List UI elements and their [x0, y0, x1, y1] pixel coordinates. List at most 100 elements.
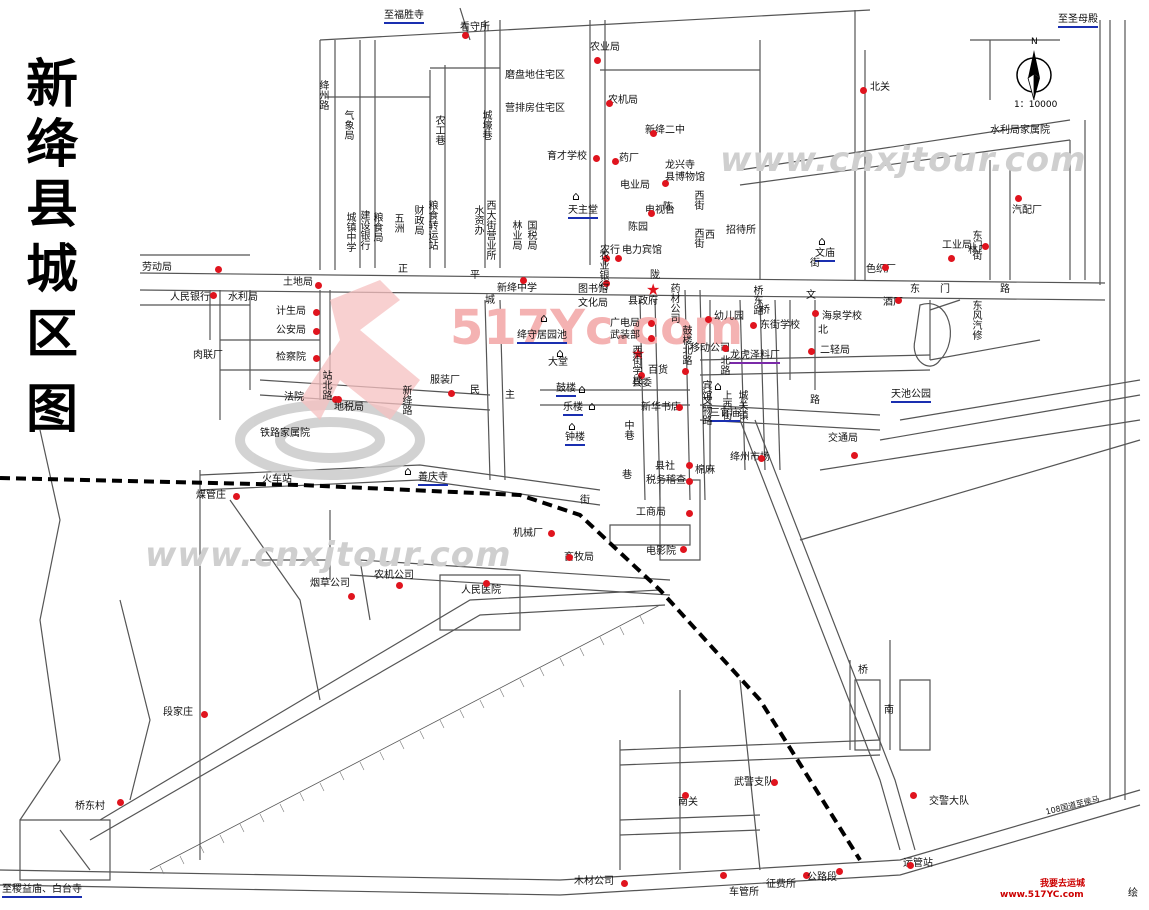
- poi-marker[interactable]: [483, 580, 490, 587]
- poi-label[interactable]: 烟草公司: [310, 578, 350, 589]
- poi-label[interactable]: 水利局家属院: [990, 125, 1050, 136]
- poi-marker[interactable]: [233, 493, 240, 500]
- poi-label[interactable]: 磨盘地住宅区: [505, 70, 565, 81]
- poi-label[interactable]: 营排房住宅区: [505, 103, 565, 114]
- scenic-spot-label[interactable]: 龙虎泽料厂: [730, 350, 780, 364]
- poi-label[interactable]: 木材公司: [574, 876, 614, 887]
- poi-marker[interactable]: [682, 368, 689, 375]
- scenic-spot-label[interactable]: 文庙: [815, 248, 835, 262]
- poi-marker[interactable]: [1015, 195, 1022, 202]
- edge-label-shengmu[interactable]: 至圣母殿: [1058, 14, 1098, 28]
- scenic-spot-label[interactable]: 大堂: [548, 357, 568, 368]
- poi-marker[interactable]: [566, 554, 573, 561]
- scenic-spot-label[interactable]: 三官庙: [710, 408, 740, 422]
- poi-label[interactable]: 工业局: [942, 240, 972, 251]
- poi-marker[interactable]: [851, 452, 858, 459]
- poi-marker[interactable]: [948, 255, 955, 262]
- scenic-spot-label[interactable]: 钟楼: [565, 432, 585, 446]
- poi-marker[interactable]: [686, 478, 693, 485]
- poi-label[interactable]: 育才学校: [547, 151, 587, 162]
- poi-marker[interactable]: [758, 455, 765, 462]
- poi-marker[interactable]: [803, 872, 810, 879]
- poi-label[interactable]: 检察院: [276, 352, 306, 363]
- poi-marker[interactable]: [907, 862, 914, 869]
- poi-marker[interactable]: [836, 868, 843, 875]
- poi-marker[interactable]: [548, 530, 555, 537]
- poi-marker[interactable]: [348, 593, 355, 600]
- poi-label[interactable]: 人民银行: [170, 292, 210, 303]
- poi-label[interactable]: 电业局: [620, 180, 650, 191]
- poi-marker[interactable]: [648, 210, 655, 217]
- poi-marker[interactable]: [593, 155, 600, 162]
- poi-label[interactable]: 公路段: [807, 872, 837, 883]
- poi-marker[interactable]: [117, 799, 124, 806]
- poi-marker[interactable]: [882, 264, 889, 271]
- poi-label[interactable]: 段家庄: [163, 707, 193, 718]
- poi-marker[interactable]: [313, 328, 320, 335]
- poi-label[interactable]: 畜牧局: [564, 552, 594, 563]
- edge-label-fusheng[interactable]: 至福胜寺: [384, 10, 424, 24]
- poi-marker[interactable]: [313, 355, 320, 362]
- poi-label[interactable]: 移动公司: [690, 343, 730, 354]
- poi-marker[interactable]: [396, 582, 403, 589]
- poi-label[interactable]: 交警大队: [929, 796, 969, 807]
- poi-label[interactable]: 陈园: [628, 222, 648, 233]
- poi-label[interactable]: 铁路家属院: [260, 428, 310, 439]
- poi-marker[interactable]: [648, 320, 655, 327]
- poi-marker[interactable]: [648, 335, 655, 342]
- poi-label[interactable]: 计生局: [276, 306, 306, 317]
- poi-label[interactable]: 县社: [655, 461, 675, 472]
- poi-marker[interactable]: [210, 292, 217, 299]
- poi-marker[interactable]: [638, 372, 645, 379]
- poi-label[interactable]: 电力宾馆: [622, 245, 662, 256]
- poi-marker[interactable]: [520, 277, 527, 284]
- poi-marker[interactable]: [606, 100, 613, 107]
- poi-marker[interactable]: [895, 297, 902, 304]
- poi-label[interactable]: 色织厂: [866, 264, 896, 275]
- poi-label[interactable]: 农机公司: [374, 570, 414, 581]
- scenic-spot-label[interactable]: 鼓楼: [556, 383, 576, 397]
- poi-label[interactable]: 看守所: [460, 22, 490, 33]
- poi-label[interactable]: 肉联厂: [193, 350, 223, 361]
- poi-label[interactable]: 新华书店: [641, 402, 681, 413]
- poi-label[interactable]: 武装部: [610, 330, 640, 341]
- poi-label[interactable]: 煤管庄: [196, 490, 226, 501]
- poi-marker[interactable]: [705, 316, 712, 323]
- poi-label[interactable]: 机械厂: [513, 528, 543, 539]
- poi-label[interactable]: 车管所: [729, 887, 759, 898]
- scenic-spot-label[interactable]: 善庆寺: [418, 472, 448, 486]
- poi-marker[interactable]: [682, 792, 689, 799]
- poi-marker[interactable]: [750, 322, 757, 329]
- poi-marker[interactable]: [680, 546, 687, 553]
- poi-marker[interactable]: [676, 404, 683, 411]
- poi-label[interactable]: 县委: [632, 378, 652, 389]
- poi-marker[interactable]: [462, 32, 469, 39]
- poi-label[interactable]: 法院: [284, 392, 304, 403]
- poi-marker[interactable]: [722, 345, 729, 352]
- poi-label[interactable]: 农行: [600, 245, 620, 256]
- poi-label[interactable]: 劳动局: [142, 262, 172, 273]
- poi-label[interactable]: 农机局: [608, 95, 638, 106]
- poi-label[interactable]: 汽配厂: [1012, 205, 1042, 216]
- poi-marker[interactable]: [650, 130, 657, 137]
- poi-label[interactable]: 北关: [870, 82, 890, 93]
- poi-marker[interactable]: [335, 396, 342, 403]
- poi-label[interactable]: 酒厂: [883, 297, 903, 308]
- poi-marker[interactable]: [448, 390, 455, 397]
- poi-label[interactable]: 农业局: [590, 42, 620, 53]
- poi-label[interactable]: 运管站: [903, 858, 933, 869]
- poi-marker[interactable]: [860, 87, 867, 94]
- poi-marker[interactable]: [621, 880, 628, 887]
- poi-marker[interactable]: [982, 243, 989, 250]
- poi-label[interactable]: 电影院: [646, 546, 676, 557]
- poi-label[interactable]: 绛州市场: [730, 452, 770, 463]
- poi-marker[interactable]: [603, 255, 610, 262]
- poi-label[interactable]: 林厂: [968, 245, 988, 256]
- poi-marker[interactable]: [812, 310, 819, 317]
- poi-marker[interactable]: [808, 348, 815, 355]
- poi-marker[interactable]: [686, 510, 693, 517]
- poi-label[interactable]: 幼儿园: [714, 311, 744, 322]
- scenic-spot-label[interactable]: 龙兴寺: [665, 160, 695, 171]
- scenic-spot-label[interactable]: 天主堂: [568, 205, 598, 219]
